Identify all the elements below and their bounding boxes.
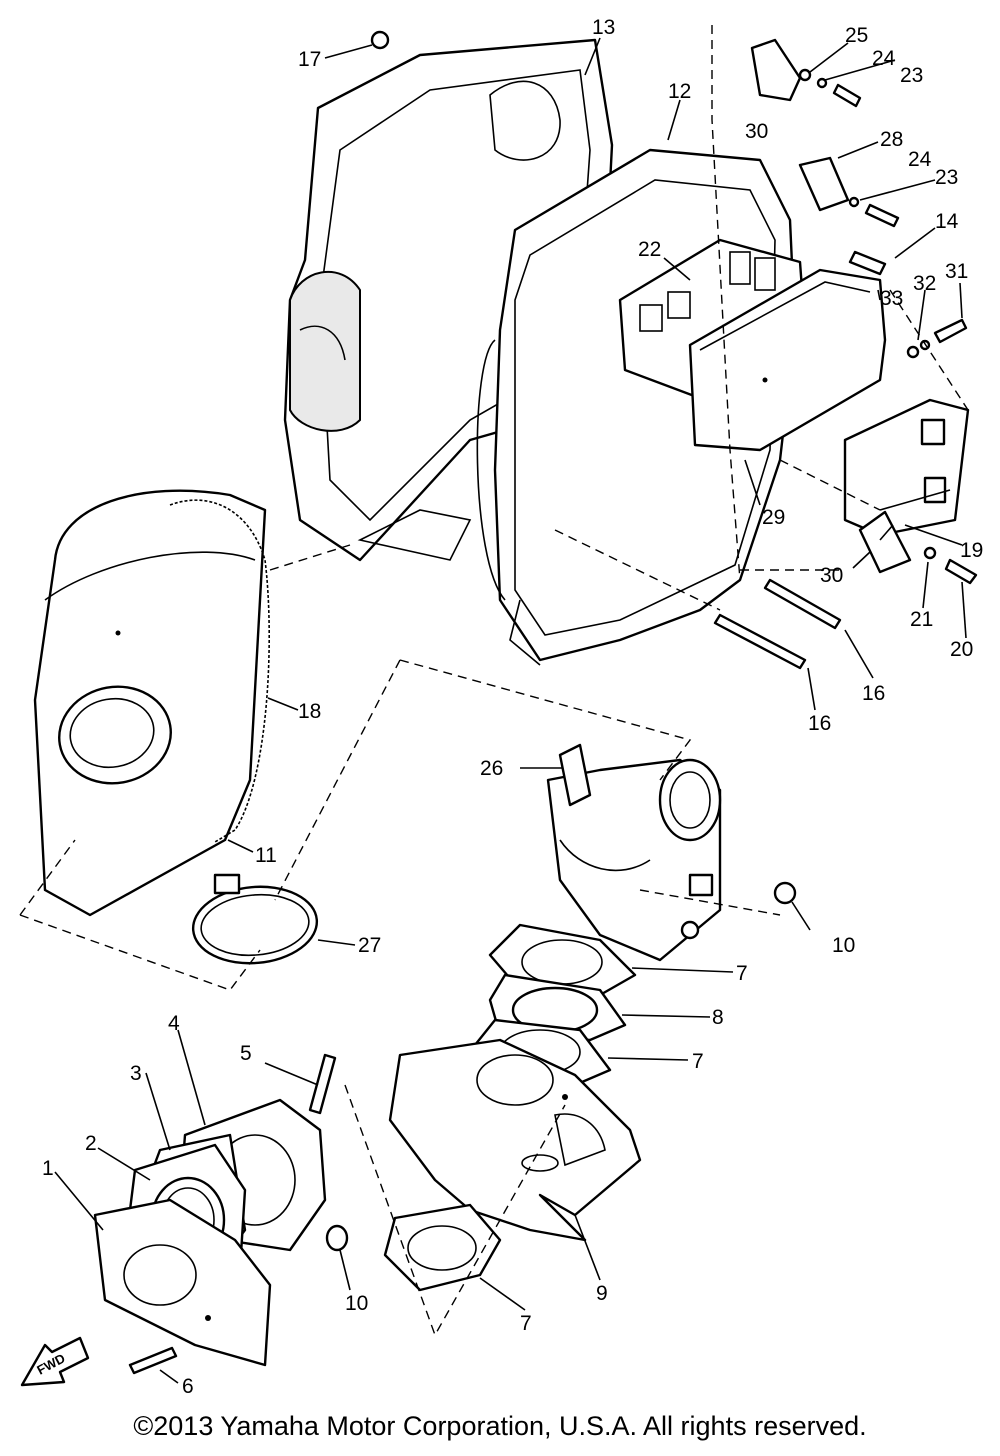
- callout-16-right: 16: [862, 682, 885, 705]
- callout-6: 6: [182, 1375, 194, 1398]
- callout-10-right: 10: [832, 934, 855, 957]
- callout-7-upper: 7: [736, 962, 748, 985]
- callout-16-left: 16: [808, 712, 831, 735]
- small-fasteners: [370, 30, 978, 670]
- callout-18: 18: [298, 700, 321, 723]
- fwd-arrow: FWD: [20, 1336, 90, 1387]
- stud-bolts: [128, 881, 797, 1375]
- callout-14: 14: [935, 210, 959, 233]
- callout-7-middle: 7: [692, 1050, 704, 1073]
- callout-23-lower: 23: [935, 166, 958, 189]
- callout-27: 27: [358, 934, 381, 957]
- callout-7-lower: 7: [520, 1312, 532, 1335]
- air-cleaner-seal: [169, 499, 270, 843]
- callout-31: 31: [945, 260, 968, 283]
- callout-20: 20: [950, 638, 973, 661]
- leader-lines: [54, 37, 967, 1384]
- callout-1: 1: [42, 1157, 54, 1180]
- bracket-30-upper: [750, 38, 802, 102]
- heat-shield: [388, 1038, 642, 1242]
- carburetor: [546, 743, 722, 962]
- callout-9: 9: [596, 1282, 608, 1305]
- callout-labels: 17 13 12 25 24 23 30 28 24 23 14 22 31 3…: [42, 16, 983, 1398]
- insulator-plate: [93, 1198, 272, 1367]
- callout-26: 26: [480, 757, 503, 780]
- callout-8: 8: [712, 1006, 724, 1029]
- callout-23-upper: 23: [900, 64, 923, 87]
- callout-24-upper: 24: [872, 47, 896, 70]
- bracket-30-lower: [858, 510, 912, 574]
- hose-clamp: [191, 873, 319, 965]
- exploded-parts-diagram: FWD 17 13 12 25 24 23 30 28 24 23 14 22 …: [19, 16, 983, 1398]
- callout-2: 2: [85, 1132, 97, 1155]
- air-cleaner-body: [33, 489, 267, 917]
- mounting-plate: [843, 398, 970, 537]
- callout-33: 33: [880, 287, 903, 310]
- callout-32: 32: [913, 272, 936, 295]
- callout-13: 13: [592, 16, 615, 39]
- rear-housing: [283, 38, 614, 562]
- assembly-lines: [19, 25, 969, 1337]
- electrical-cover: [688, 268, 887, 452]
- callout-11: 11: [255, 844, 277, 867]
- callout-21: 21: [910, 608, 933, 631]
- callout-4: 4: [168, 1012, 180, 1035]
- callout-10-left: 10: [345, 1292, 368, 1315]
- callout-30-lower: 30: [820, 564, 843, 587]
- gasket-lower: [383, 1203, 502, 1292]
- callout-5: 5: [240, 1042, 252, 1065]
- bracket-28: [798, 156, 850, 212]
- callout-3: 3: [130, 1062, 142, 1085]
- callout-17: 17: [298, 48, 321, 71]
- callout-22: 22: [638, 238, 661, 261]
- callout-29: 29: [762, 506, 785, 529]
- callout-28: 28: [880, 128, 903, 151]
- copyright-notice: ©2013 Yamaha Motor Corporation, U.S.A. A…: [133, 1411, 867, 1441]
- callout-25: 25: [845, 24, 868, 47]
- callout-12: 12: [668, 80, 691, 103]
- callout-24-lower: 24: [908, 148, 932, 171]
- callout-30-upper: 30: [745, 120, 768, 143]
- callout-19: 19: [960, 539, 983, 562]
